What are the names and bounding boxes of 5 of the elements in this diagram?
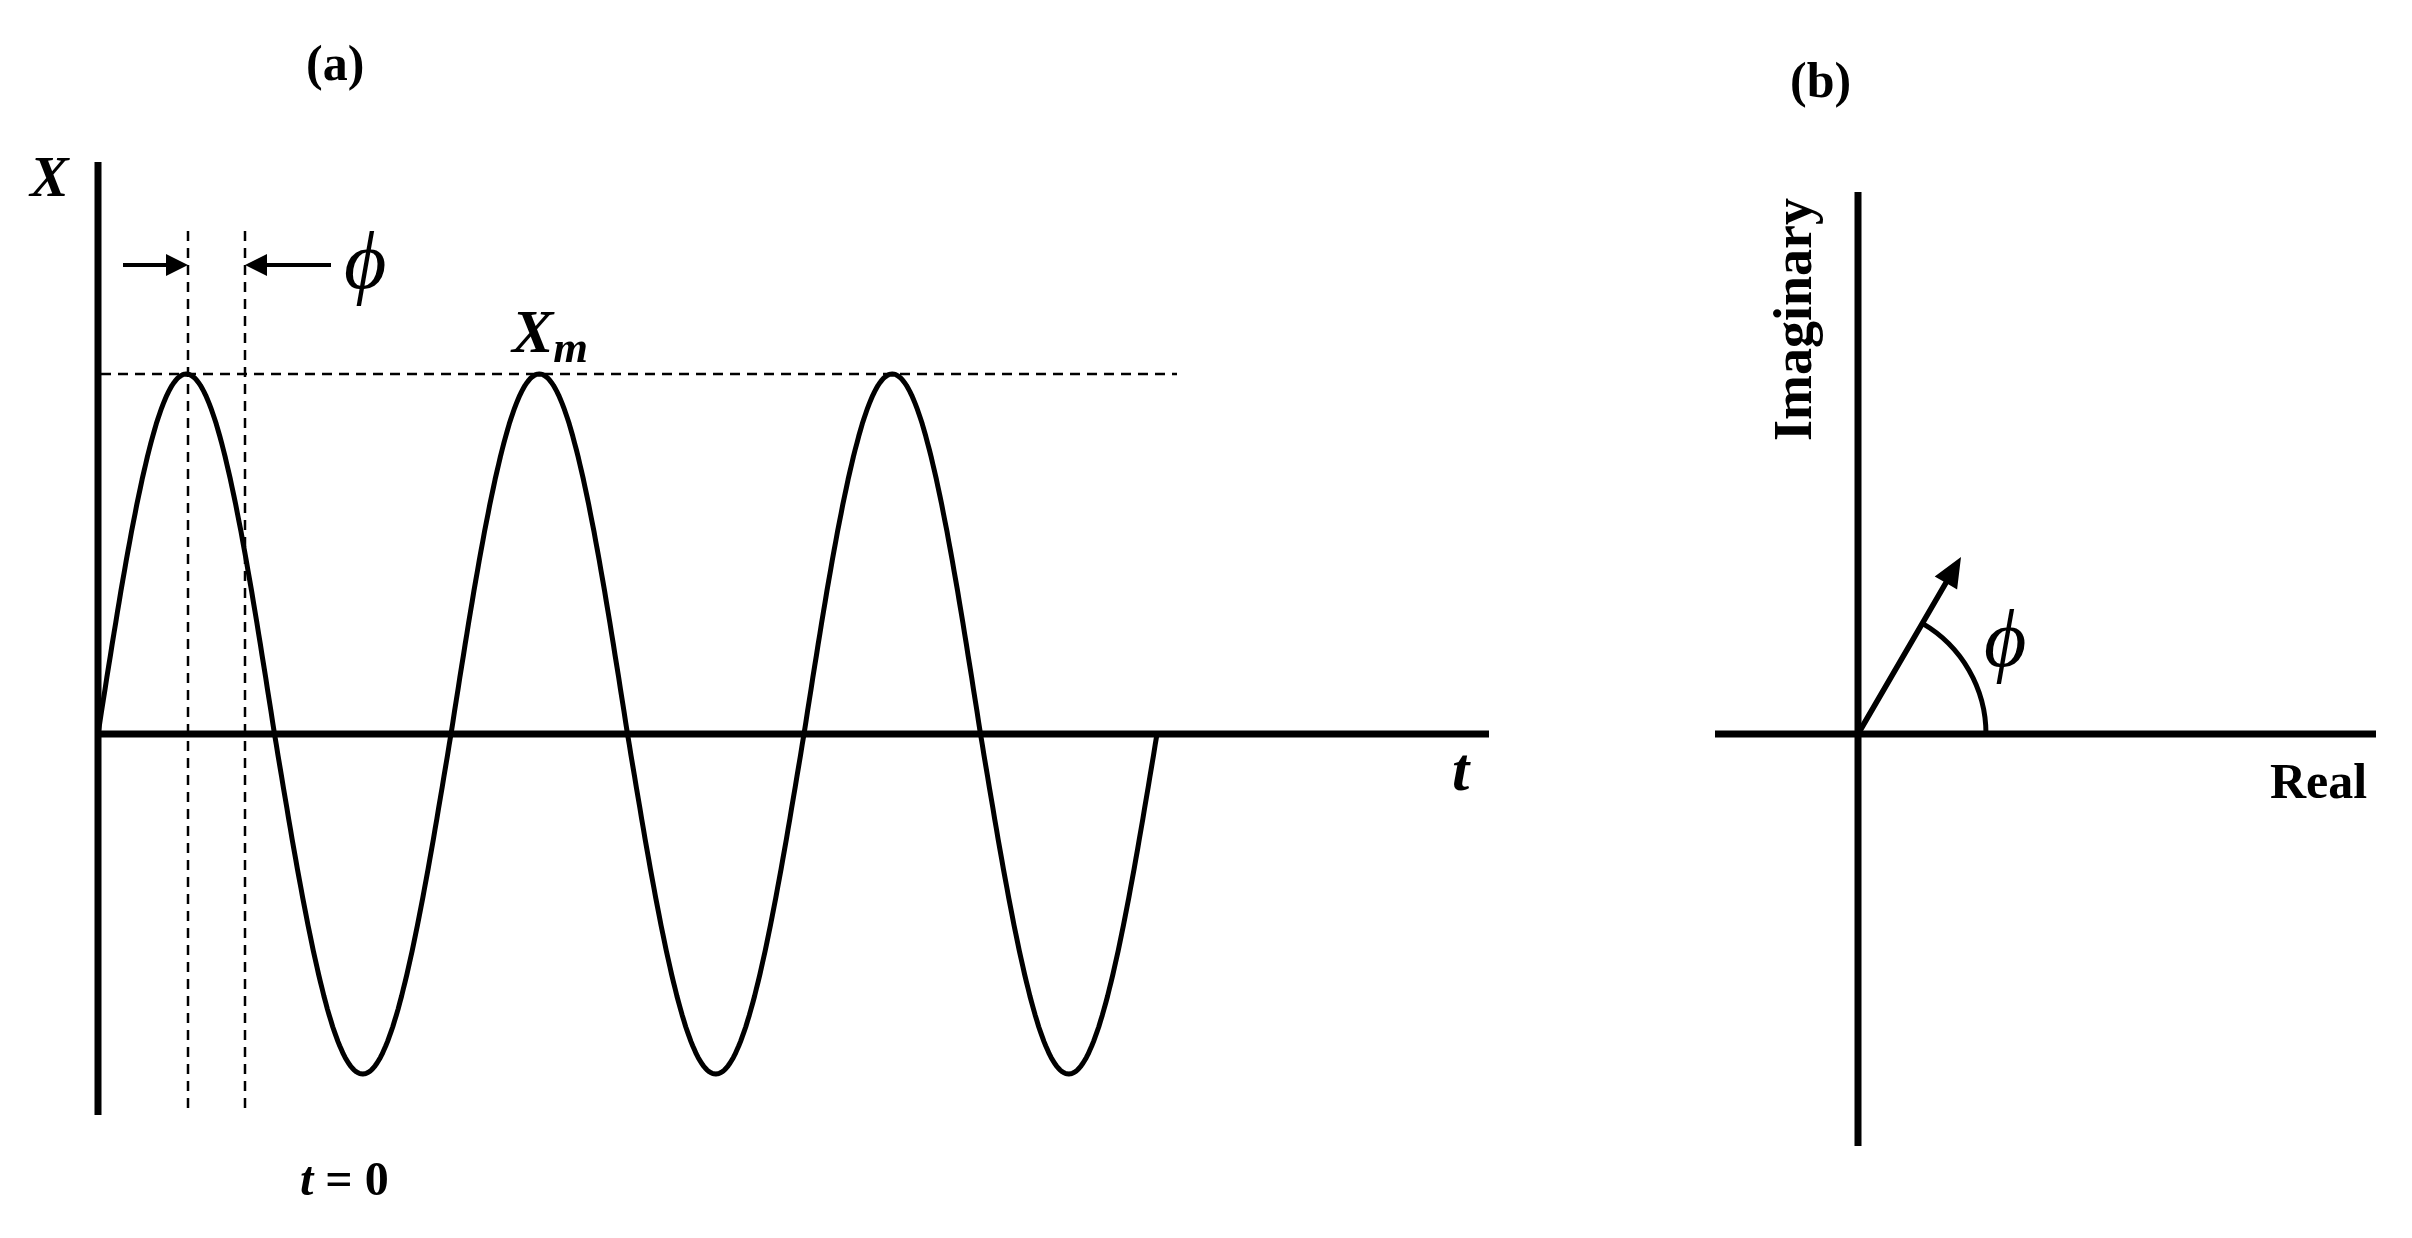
time-label: t = 0 (300, 1155, 389, 1203)
axis-label: X (30, 148, 69, 206)
amplitude-label: X$_{m}$ (512, 300, 589, 370)
axis-label: Real (2270, 756, 2368, 806)
axis-label: t (1452, 738, 1470, 800)
